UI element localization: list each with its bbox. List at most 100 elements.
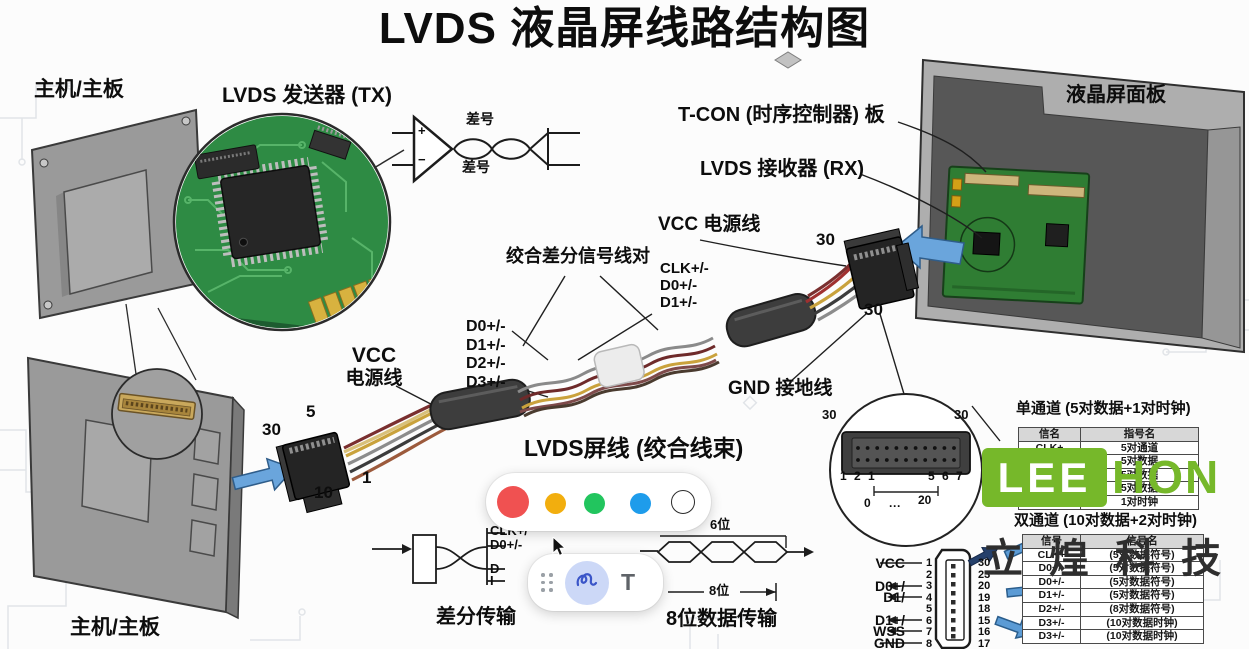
col-header: 信名 [1018,427,1081,442]
pin-number-left: 3 [925,580,933,592]
table-row: D3+/-(10对数据时钟) [1022,629,1204,644]
tx-chip-magnifier [172,112,405,332]
transmission-schematic [372,528,814,601]
pinout-label-d1a: D1/ [883,589,905,605]
pin-30-left: 30 [262,420,281,439]
pinout-label-wss: WSS [873,623,905,639]
pin-number-left: 1 [925,557,933,569]
host-bottom-label: 主机/主板 [70,616,160,639]
draw-tool-button[interactable] [565,560,609,605]
pin-number-right: 23 [978,569,991,581]
pin-number-right: 30 [978,557,991,569]
d0-line: D0+/- [660,277,698,294]
diff-bottom-label: 差号 [462,159,490,175]
col-header: 指号名 [1080,427,1199,442]
color-swatch-yellow[interactable] [545,493,566,514]
single-channel-title: 单通道 (5对数据+1对时钟) [1016,400,1191,417]
frag-d0: D0+/- [490,537,523,552]
color-swatch-green[interactable] [584,493,605,514]
plus-sign: + [418,123,426,138]
color-swatch-white[interactable] [671,490,695,514]
pin-number-right: 17 [978,638,991,649]
pin-number-right: 20 [978,580,991,592]
connector-pinout-circle [829,393,983,547]
pin-5: 5 [306,402,316,421]
pin-number-left: 5 [925,603,933,615]
cv-right-30: 30 [954,407,969,422]
pin-number-left: 8 [925,638,933,649]
tx-label: LVDS 发送器 (TX) [222,84,392,107]
bundle-label: LVDS屏线 (绞合线束) [524,435,744,461]
diff-top-label: 差号 [466,111,494,127]
vcc-top-label: VCC 电源线 [658,214,761,235]
frag-i: I [490,573,494,588]
pin-number-right: 16 [978,626,991,638]
pinout-label-d0: D0+/ [875,578,905,594]
pin-number-left: 4 [925,592,933,604]
d3-line: D3+/- [466,373,506,391]
diff-transmission-label: 差分传输 [436,606,516,628]
vcc-left-line1: VCC [351,344,397,367]
decor-diamond [774,51,802,69]
rx-label: LVDS 接收器 (RX) [700,158,865,180]
byte-transmission-label: 8位数据传输 [666,608,778,630]
cv-left-30: 30 [822,407,837,422]
minus-sign: − [418,152,426,167]
pin-number-left: 2 [925,569,933,581]
cv-dim-start: 0 [864,496,871,510]
tx-schematic [392,114,580,184]
frag-d: D [490,561,500,576]
color-swatch-blue[interactable] [630,493,651,514]
cv-pins-right: 5 6 7 [928,469,965,483]
table-row: D0+/-(5对数据符号) [1022,561,1204,576]
data-signal-group: D0+/- D1+/- D2+/- D3+/- [466,318,506,392]
page-title: LVDS 液晶屏线路结构图 [378,4,871,53]
tcon-label: T-CON (时序控制器) 板 [678,104,885,126]
logo-text-hon: HON [1112,451,1221,503]
d2-line: D2+/- [466,355,506,372]
arrow-to-panel [894,224,965,270]
col-header: 信号 [1022,534,1081,549]
connector-magnifier [111,368,203,460]
dual-channel-table: 信号 信号名 CLK+(5对数据符号) D0+/-(5对数据符号) D0+/-(… [1022,534,1204,644]
col-header: 信号名 [1080,534,1204,549]
magnifier-cone-line [157,307,197,381]
cv-dim-end: 20 [918,493,932,507]
tcon-board [941,165,1091,305]
pinout-label-d1b: D1+/ [875,612,905,628]
pin-30-right-bottom: 30 [864,300,883,319]
vcc-left-label: VCC 电源线 [336,344,412,389]
squiggle-icon [574,567,600,598]
magnifier-cone-line [125,303,137,375]
color-swatch-red[interactable] [497,486,529,518]
d0-line: D0+/- [466,318,506,335]
panel-label: 液晶屏面板 [1066,84,1166,106]
clk-signal-group: CLK+/- D0+/- D1+/- [660,260,709,311]
pin-number-left: 7 [925,626,933,638]
pin-number-left: 6 [925,615,933,627]
annotation-color-picker [486,473,711,531]
annotation-toolbar: T [528,554,663,611]
logo-text-lee: LEE [997,453,1092,501]
leehon-logo-box: LEE [982,448,1107,507]
pin-number-right: 19 [978,592,991,604]
mouse-cursor [552,537,567,557]
pin-10: 10 [314,483,333,502]
table-row: D1+/-(5对数据符号) [1022,588,1204,603]
cv-dim-dots: ··· [889,499,901,513]
pin-1: 1 [362,468,372,487]
pin-30-right-top: 30 [816,230,835,249]
pinout-label-gnd: GND [873,635,905,649]
cv-pins-left: 1 2 1 [840,469,877,483]
watermark-text: 立煌科技 [983,537,1247,581]
d1-line: D1+/- [660,294,698,311]
pinout-label-vcc: VCC [875,555,905,571]
text-tool-button[interactable]: T [621,569,636,595]
leader-lines [395,121,1001,442]
host-top-label: 主机/主板 [34,78,124,101]
clk-line: CLK+/- [660,260,709,277]
table-row: D3+/-(10对数据时钟) [1022,615,1204,631]
table-row: D2+/-(8对数据符号) [1022,601,1204,617]
drag-handle[interactable] [541,573,553,592]
